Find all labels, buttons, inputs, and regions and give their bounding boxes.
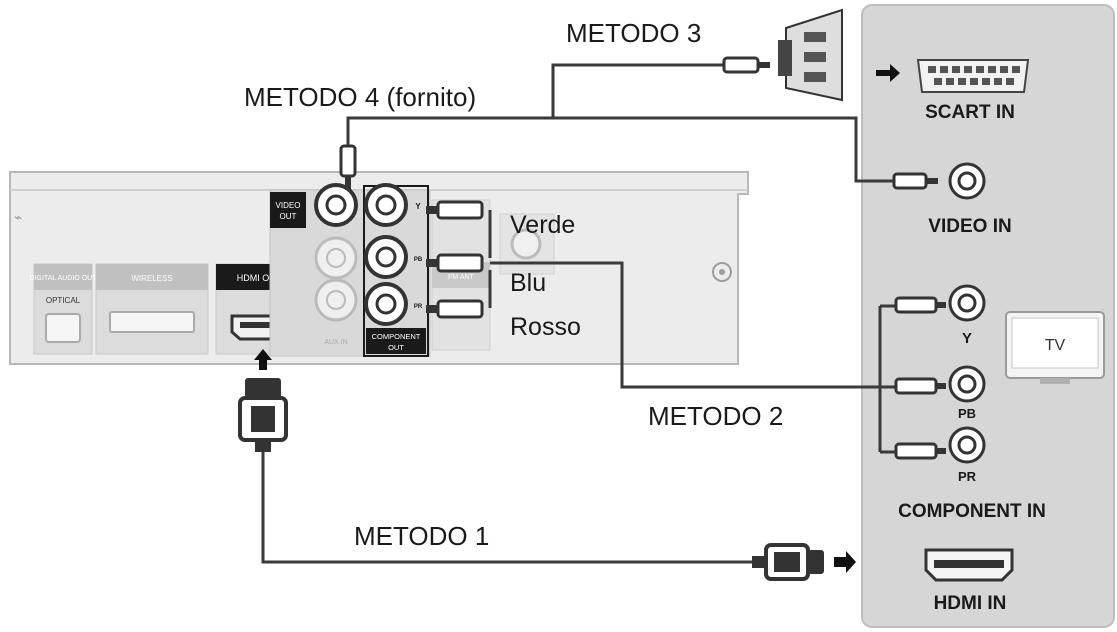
- digital-out-label: DIGITAL AUDIO OUT: [30, 275, 98, 282]
- component-in-pr-jack: [948, 426, 986, 464]
- hdmi-in-port: [924, 548, 1014, 582]
- rca-plug-component-pb: [426, 253, 484, 273]
- video-out-label-2: OUT: [280, 212, 297, 221]
- hdmi-plug-tv: [752, 543, 824, 581]
- optical-port: [45, 313, 81, 343]
- component-out-pb-label: PB: [414, 257, 423, 263]
- video-in-label: VIDEO IN: [928, 216, 1011, 237]
- component-out-pr-label: PR: [414, 304, 423, 310]
- wireless-port: [109, 311, 195, 333]
- aux-in-jack-2: [314, 278, 358, 322]
- component-out-label-1: COMPONENT: [372, 332, 421, 341]
- aux-in-jack-1: [314, 236, 358, 280]
- fm-ant-jack: [510, 228, 542, 260]
- method-3-label: METODO 3: [566, 18, 701, 48]
- aux-in-label: AUX IN: [324, 339, 347, 346]
- component-out-pb-jack: [364, 235, 408, 279]
- hdmi-right-arrow-icon: [834, 551, 856, 573]
- tv-icon: [1005, 311, 1105, 384]
- scart-arrow-icon: [876, 64, 900, 82]
- tv-panel: [861, 4, 1115, 628]
- component-in-pb-label: PB: [958, 406, 976, 421]
- hdmi-in-label: HDMI IN: [934, 593, 1007, 614]
- scart-in-label: SCART IN: [925, 102, 1015, 123]
- method-2-label: METODO 2: [648, 401, 783, 431]
- component-in-y-label: Y: [962, 330, 972, 347]
- rca-plug-component-y: [426, 200, 484, 220]
- screw-icon: ⌁: [14, 209, 22, 225]
- hdmi-up-arrow-icon: [254, 349, 272, 370]
- cable-method-3: [551, 63, 724, 118]
- component-in-pr-label: PR: [958, 469, 977, 484]
- component-in-pb-jack: [948, 365, 986, 403]
- component-out-y-jack: [364, 183, 408, 227]
- video-out-label-1: VIDEO: [276, 201, 301, 210]
- rca-plug-tv-y: [894, 296, 946, 314]
- video-out-tag: [270, 192, 306, 228]
- fm-ant-label: FM ANT: [448, 274, 474, 281]
- component-in-label: COMPONENT IN: [898, 501, 1046, 522]
- cable-red-label: Rosso: [510, 313, 581, 341]
- optical-label: OPTICAL: [46, 296, 81, 305]
- component-out-y-label: Y: [415, 202, 421, 211]
- video-out-jack: [314, 183, 358, 227]
- rca-plug-scart-adapter: [722, 56, 770, 74]
- tv-label: TV: [1045, 337, 1066, 354]
- cable-method-1: [261, 452, 752, 564]
- rca-plug-tv-pb: [894, 377, 946, 395]
- cable-method-4: [346, 116, 896, 183]
- scart-in-port: [916, 59, 1030, 93]
- component-in-y-jack: [948, 284, 986, 322]
- rca-plug-video-in: [892, 172, 938, 190]
- wireless-label: WIRELESS: [131, 274, 172, 283]
- method-4-label: METODO 4 (fornito): [244, 82, 476, 112]
- cable-method-2-pb: [490, 261, 926, 389]
- cable-green-label: Verde: [510, 211, 575, 239]
- method-1-label: METODO 1: [354, 521, 489, 551]
- component-out-pr-jack: [364, 282, 408, 326]
- rca-plug-component-pr: [426, 299, 484, 319]
- video-in-jack: [948, 162, 986, 200]
- hdmi-out-label: HDMI OUT: [237, 273, 282, 283]
- cables: [261, 63, 930, 564]
- component-out-tag: [366, 328, 426, 354]
- cable-blue-label: Blu: [510, 269, 546, 297]
- hdmi-plug-player: [238, 378, 288, 452]
- component-out-label-2: OUT: [388, 343, 404, 352]
- rca-plug-tv-pr: [894, 442, 946, 460]
- rca-plug-method-4: [339, 144, 357, 190]
- scart-adapter-icon: [778, 8, 843, 102]
